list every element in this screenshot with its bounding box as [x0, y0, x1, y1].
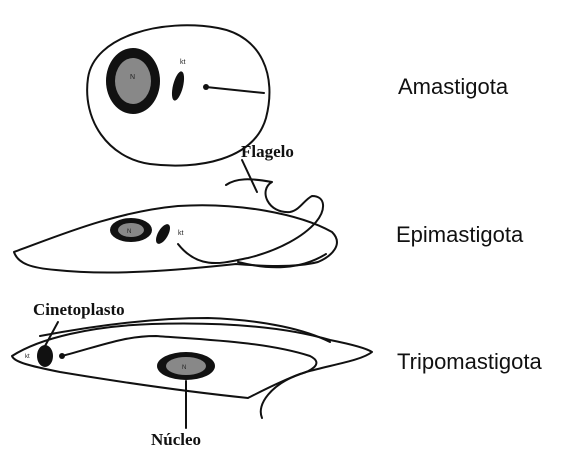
- epimastigote-nucleus-letter: N: [127, 229, 131, 235]
- trypomastigote-cell: kt N: [12, 318, 372, 428]
- amastigote-kt-letter: kt: [180, 59, 186, 66]
- trypomastigote-kt-letter: kt: [25, 354, 30, 360]
- label-epimastigota: Epimastigota: [396, 222, 523, 248]
- label-amastigota: Amastigota: [398, 74, 508, 100]
- epimastigote-flagellum: [178, 179, 323, 263]
- trypomastigote-nucleus-letter: N: [182, 365, 186, 371]
- trypomastigote-basal-body: [59, 353, 65, 359]
- callout-cinetoplasto: Cinetoplasto: [33, 300, 125, 320]
- epimastigote-body: [14, 205, 337, 272]
- epimastigote-cell: N kt: [14, 160, 337, 272]
- label-tripomastigota: Tripomastigota: [397, 349, 542, 375]
- epimastigote-kinetoplast: [153, 222, 173, 246]
- amastigote-internal-flagellum: [206, 87, 264, 93]
- callout-flagelo: Flagelo: [241, 142, 294, 162]
- trypomastigote-kinetoplast: [37, 345, 53, 367]
- amastigote-nucleus: [115, 58, 151, 104]
- amastigote-kinetoplast: [170, 70, 187, 102]
- flagelo-pointer: [242, 160, 257, 192]
- epimastigote-kt-letter: kt: [178, 230, 184, 237]
- amastigote-nucleus-letter: N: [130, 74, 135, 81]
- callout-nucleo: Núcleo: [151, 430, 201, 450]
